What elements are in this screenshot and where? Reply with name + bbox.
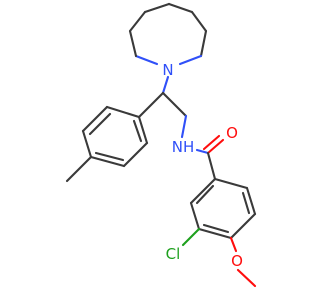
- bond: [181, 227, 201, 247]
- bond: [195, 184, 215, 205]
- bond: [213, 177, 249, 190]
- bond: [229, 236, 238, 253]
- bond: [236, 268, 257, 288]
- bond: [199, 29, 208, 58]
- bond: [202, 134, 221, 151]
- bond: [128, 29, 138, 58]
- bond: [94, 151, 125, 162]
- bond: [197, 227, 233, 240]
- bond: [143, 2, 171, 14]
- atom-label-nh-amide: NH: [172, 138, 195, 156]
- bond: [206, 138, 225, 155]
- bond: [241, 191, 251, 215]
- bond: [81, 129, 93, 159]
- bond: [88, 112, 112, 136]
- atom-label-o-methoxy: O: [231, 252, 243, 270]
- bond: [229, 212, 257, 240]
- bond: [202, 223, 230, 234]
- bond: [178, 54, 203, 66]
- bond: [137, 91, 165, 119]
- bond: [137, 115, 149, 145]
- bond: [195, 148, 210, 155]
- tolyl-ring: [65, 91, 165, 183]
- bond: [128, 10, 147, 33]
- bond: [206, 151, 217, 181]
- bond: [81, 105, 109, 133]
- bond: [122, 141, 149, 168]
- molecule-canvas: N NH O Cl O: [65, 2, 257, 288]
- molecule-structure: N NH O Cl O: [65, 2, 257, 288]
- bond: [245, 186, 257, 216]
- bond: [161, 75, 170, 95]
- bond: [180, 114, 188, 139]
- atom-label-cl: Cl: [166, 245, 181, 263]
- bond: [190, 10, 208, 33]
- bond: [189, 177, 217, 205]
- bond: [89, 155, 126, 168]
- bond: [134, 54, 159, 66]
- azepane-ring: [128, 2, 208, 66]
- atom-label-n-amine: N: [162, 61, 173, 79]
- bond: [65, 155, 93, 183]
- benzamide-ring: [189, 177, 257, 240]
- atom-label-o-carbonyl: O: [226, 124, 238, 142]
- bond: [105, 105, 141, 119]
- bond: [132, 119, 143, 143]
- bond: [161, 91, 188, 118]
- bond: [167, 2, 194, 14]
- bond: [189, 201, 201, 231]
